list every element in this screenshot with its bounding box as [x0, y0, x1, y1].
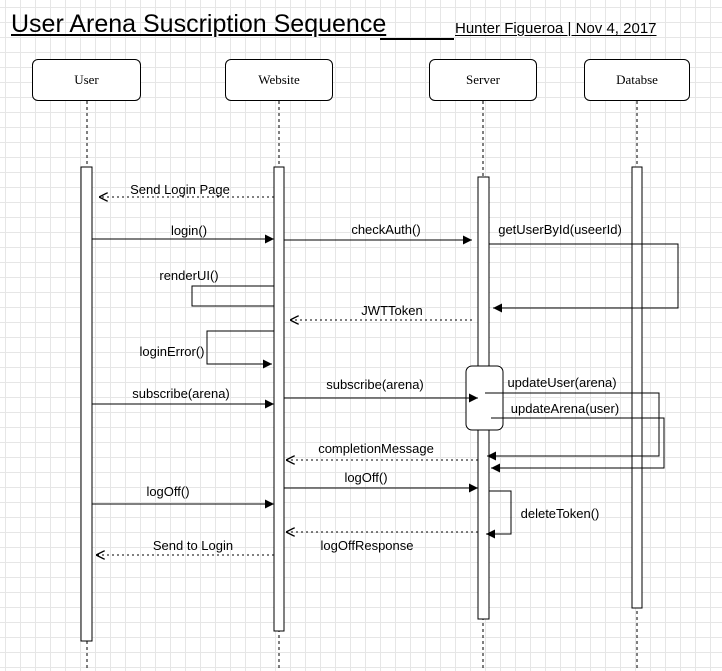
- arrow-update-user: [485, 392, 660, 461]
- arrow-update-arena: [491, 417, 665, 473]
- participant-user: User: [32, 59, 141, 101]
- label-send-login-page: Send Login Page: [130, 182, 230, 197]
- participant-website: Website: [225, 59, 333, 101]
- label-subscribe-user: subscribe(arena): [132, 386, 230, 401]
- arrow-login-error: [206, 330, 274, 369]
- participant-database-label: Databse: [616, 72, 658, 87]
- participant-database: Databse: [584, 59, 690, 101]
- arrow-delete-token: [486, 490, 512, 539]
- diagram-title: User Arena Suscription Sequence: [11, 10, 387, 38]
- label-login-error: loginError(): [139, 344, 204, 359]
- label-get-user-by-id: getUserById(useerId): [498, 222, 622, 237]
- title-underline: [380, 38, 454, 40]
- arrow-render-ui: [191, 285, 274, 307]
- label-delete-token: deleteToken(): [521, 506, 600, 521]
- participant-website-label: Website: [258, 72, 300, 87]
- label-login: login(): [171, 223, 207, 238]
- label-update-arena: updateArena(user): [511, 401, 619, 416]
- label-completion-message: completionMessage: [318, 441, 434, 456]
- label-subscribe-website: subscribe(arena): [326, 377, 424, 392]
- participant-user-label: User: [74, 72, 99, 87]
- activation-website: [273, 166, 285, 632]
- arrow-get-user-by-id: [489, 243, 679, 313]
- label-update-user: updateUser(arena): [507, 375, 616, 390]
- label-log-off-user: logOff(): [146, 484, 189, 499]
- participant-server-label: Server: [466, 72, 500, 87]
- label-render-ui: renderUI(): [159, 268, 218, 283]
- activation-database: [631, 166, 643, 609]
- diagram-subtitle: Hunter Figueroa | Nov 4, 2017: [455, 20, 657, 37]
- activation-user: [80, 166, 93, 642]
- label-check-auth: checkAuth(): [351, 222, 420, 237]
- label-log-off-website: logOff(): [344, 470, 387, 485]
- participant-server: Server: [429, 59, 537, 101]
- label-send-to-login: Send to Login: [153, 538, 233, 553]
- label-log-off-response: logOffResponse: [321, 538, 414, 553]
- label-jwt-token: JWTToken: [361, 303, 422, 318]
